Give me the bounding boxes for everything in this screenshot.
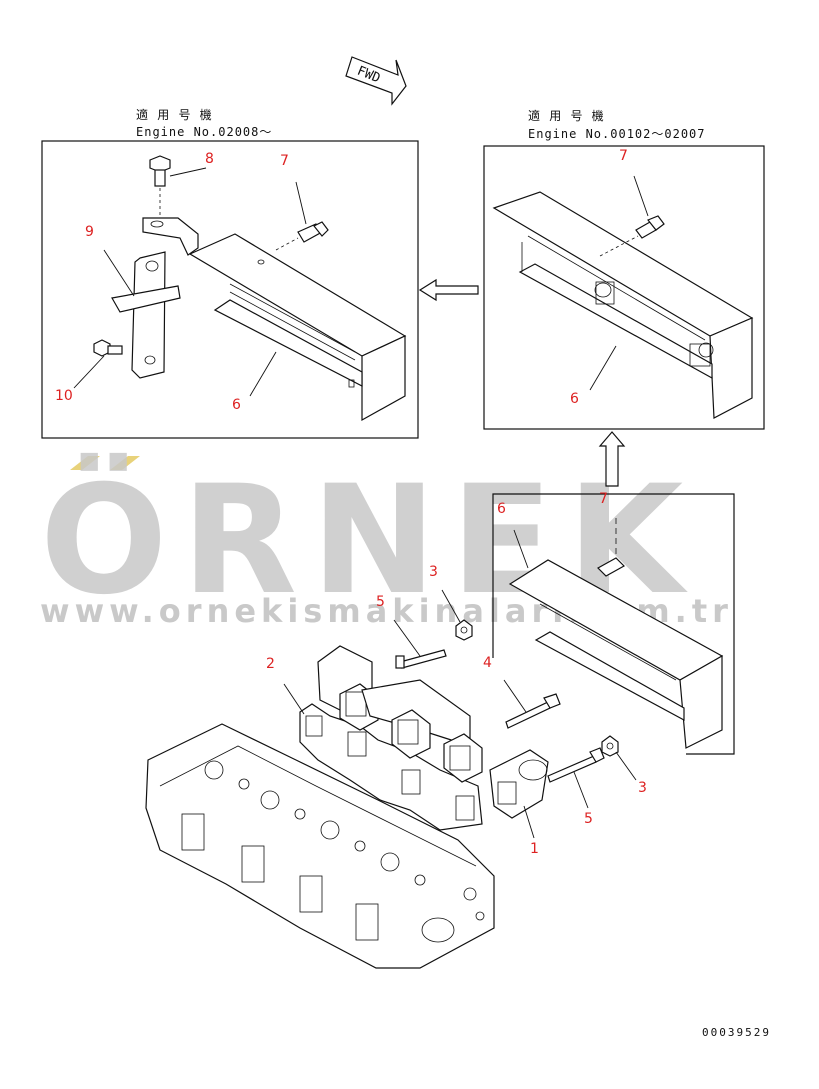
fwd-arrow: FWD [345,56,407,106]
callout-3-main-bottom: 3 [638,780,647,796]
callout-7-left: 7 [280,153,289,169]
callout-5-main-bottom: 5 [584,811,593,827]
watermark: ÖRNEK www.ornekismakinalari.com.tr [40,452,728,630]
callout-9-left: 9 [85,224,94,240]
watermark-accent-left [70,456,100,470]
arrow-up-to-right-box [598,431,626,487]
callout-4-main: 4 [483,655,492,671]
callout-10-left: 10 [55,388,73,404]
right-header-engine: Engine No.00102～02007 [528,127,706,141]
callout-8-left: 8 [205,151,214,167]
callout-6-left: 6 [232,397,241,413]
callout-2-main: 2 [266,656,275,672]
cylinder-head-drawing [145,723,495,969]
bracket-9-drawing [111,217,199,379]
manifold-1-drawing [317,645,549,819]
callout-3-main-top: 3 [429,564,438,580]
watermark-accent-right [110,456,140,470]
right-detail-box: 適 用 号 機 Engine No.00102～02007 7 6 [483,108,765,430]
bolt-7-right-drawing [635,215,665,239]
bolt-8-drawing [149,155,171,216]
nut-3b-drawing [601,735,619,757]
left-header-engine: Engine No.02008～ [136,125,272,139]
right-header-jp: 適 用 号 機 [528,108,605,123]
cover-6-left-drawing [188,233,407,422]
arrow-right-to-left [418,278,479,302]
callout-7-right: 7 [619,148,628,164]
callout-1-main: 1 [530,841,539,857]
bolt-7-left-drawing [275,221,329,251]
bolt-5a-drawing [395,649,447,669]
bolt-4-drawing [505,693,561,729]
document-number: 00039529 [702,1026,771,1039]
main-assembly: 7 6 3 5 2 4 3 5 1 [145,491,735,969]
callout-7-main: 7 [599,491,608,507]
callout-5-main-top: 5 [376,594,385,610]
callout-6-main: 6 [497,501,506,517]
callout-6-right: 6 [570,391,579,407]
left-detail-box: 適 用 号 機 Engine No.02008～ [41,107,419,439]
cover-6-main-drawing [508,518,724,749]
bolt-10-drawing [93,339,123,357]
left-header-jp: 適 用 号 機 [136,107,213,122]
cover-6-right-drawing [492,191,754,419]
bolt-5b-drawing [547,747,605,783]
nut-3a-drawing [455,619,473,641]
